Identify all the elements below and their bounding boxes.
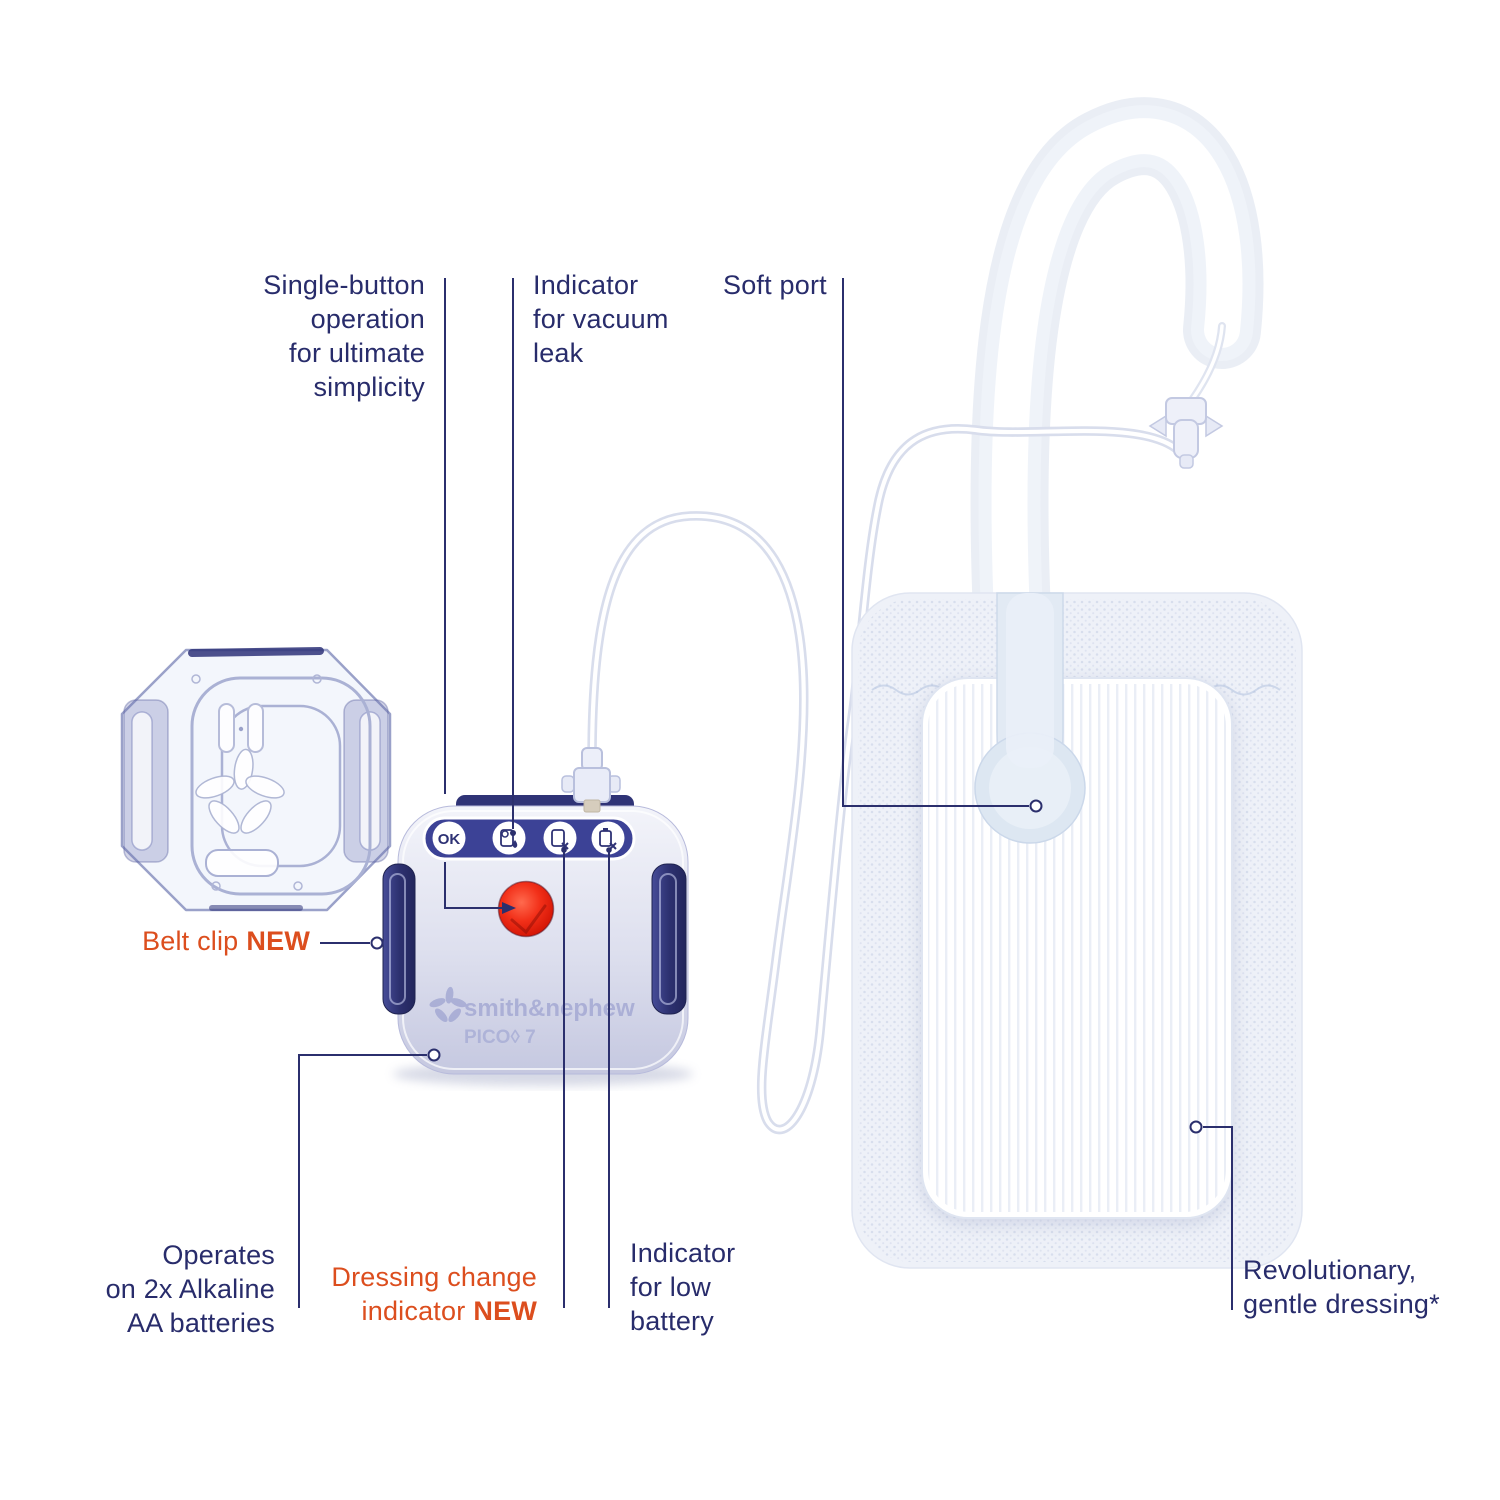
- dressing: [851, 592, 1303, 1269]
- low-battery-indicator: [591, 821, 625, 855]
- label-vacuum-leak: Indicator for vacuum leak: [533, 270, 669, 368]
- soft-port: [974, 592, 1086, 844]
- new-badge: NEW: [246, 926, 310, 956]
- pico-pump: OK smith&n: [382, 747, 693, 1086]
- flower-logo-emboss: [195, 748, 285, 834]
- new-badge: NEW: [473, 1296, 537, 1326]
- pump-tube-connector: [561, 747, 621, 813]
- vacuum-leak-indicator-icon: [500, 829, 518, 848]
- leader-arrowhead: [502, 902, 516, 914]
- belt-clip-side-grips: [123, 699, 389, 863]
- flower-logo-icon: [429, 986, 467, 1022]
- soft-port-strap: [970, 97, 1264, 654]
- vacuum-leak-indicator: [492, 821, 526, 855]
- label-dressing-change-text: Dressing change indicator: [331, 1262, 537, 1326]
- label-belt-clip-text: Belt clip: [142, 926, 239, 956]
- label-soft-port: Soft port: [723, 270, 827, 300]
- ok-button-label: OK: [438, 831, 461, 848]
- dressing-change-indicator: [543, 821, 577, 855]
- indicator-panel: [422, 816, 636, 861]
- connection-tube: [587, 424, 1183, 1135]
- leader-operates: [298, 1054, 427, 1308]
- leader-gentle-dressing: [1203, 1126, 1233, 1310]
- belt-clip-left-slot: [382, 863, 416, 1015]
- label-low-battery: Indicator for low battery: [630, 1238, 736, 1336]
- leader-lines: [298, 278, 1233, 1310]
- tube-connector: [1148, 397, 1224, 469]
- brand-name: smith&nephew: [464, 995, 635, 1022]
- belt-clip-rivets: [191, 674, 322, 891]
- leader-single-button: [444, 278, 502, 909]
- low-battery-indicator-icon: [599, 828, 617, 850]
- belt-clip-right-slot: [651, 863, 687, 1015]
- brand-logo: smith&nephew PICO◊ 7: [429, 986, 635, 1048]
- label-single-button: Single-button operation for ultimate sim…: [263, 270, 425, 402]
- label-operates: Operates on 2x Alkaline AA batteries: [105, 1240, 275, 1338]
- belt-clip-accessory: [120, 647, 392, 912]
- leader-soft-port: [842, 278, 1029, 807]
- label-gentle-dressing: Revolutionary, gentle dressing*: [1243, 1255, 1440, 1319]
- ok-indicator: [432, 821, 466, 855]
- model-name: PICO◊ 7: [464, 1027, 536, 1048]
